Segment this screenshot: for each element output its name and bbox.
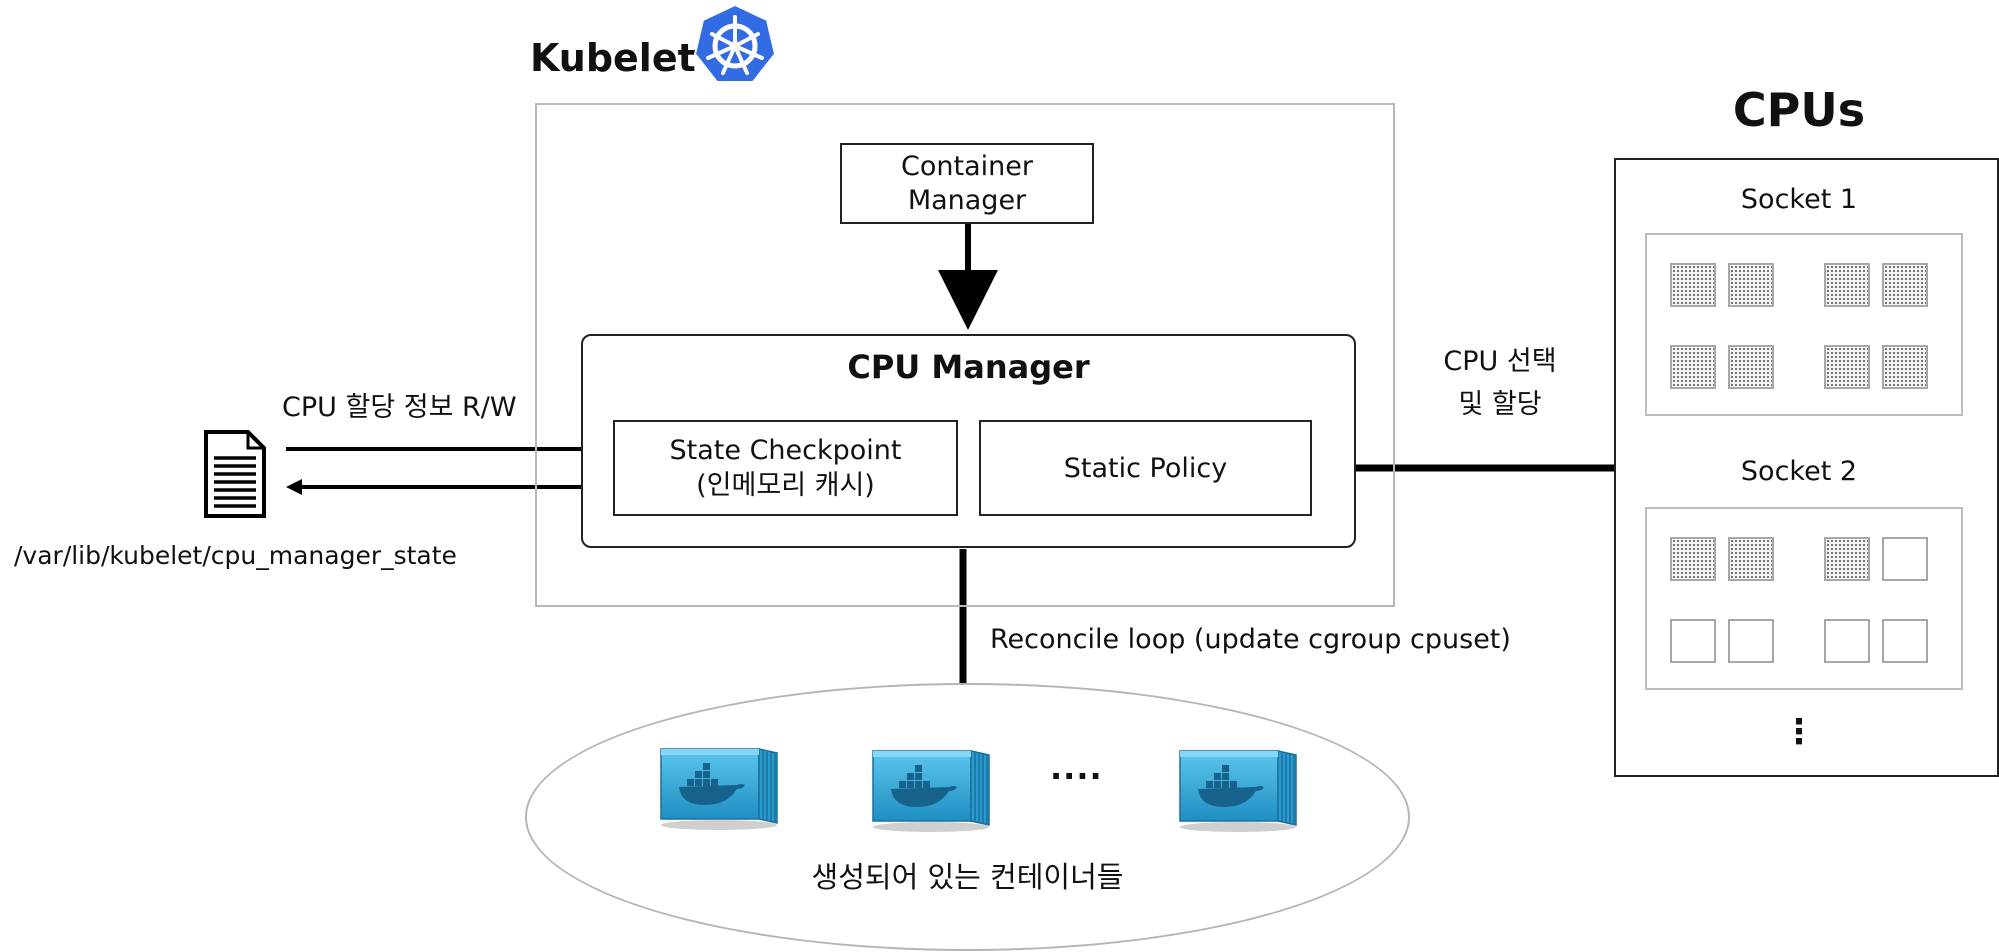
cpu-allocation-rw-label: CPU 할당 정보 R/W xyxy=(282,392,517,423)
cpu-core xyxy=(1824,537,1870,581)
container-manager-label-line1: Container xyxy=(901,150,1033,182)
cpu-manager-title: CPU Manager xyxy=(847,348,1090,386)
static-policy-box: Static Policy xyxy=(979,420,1312,516)
cpu-core xyxy=(1670,345,1716,389)
cpu-core xyxy=(1728,345,1774,389)
cpu-core xyxy=(1882,537,1928,581)
reconcile-loop-label: Reconcile loop (update cgroup cpuset) xyxy=(990,624,1511,655)
cpu-core xyxy=(1728,619,1774,663)
cpu-core xyxy=(1728,537,1774,581)
cpu-core xyxy=(1670,263,1716,307)
cpus-title: CPUs xyxy=(1732,83,1866,137)
docker-container-icon xyxy=(869,745,993,833)
document-icon xyxy=(200,428,270,520)
state-checkpoint-label: State Checkpoint xyxy=(669,435,902,466)
socket-2-label: Socket 2 xyxy=(1740,456,1858,487)
docker-container-icon xyxy=(1176,745,1300,833)
cpu-core xyxy=(1882,345,1928,389)
cpu-assign-label: CPU 선택 및 할당 xyxy=(1420,340,1580,426)
containers-ellipsis: .... xyxy=(1050,749,1103,787)
state-checkpoint-box: State Checkpoint (인메모리 캐시) xyxy=(613,420,958,516)
cpu-core xyxy=(1670,537,1716,581)
cpu-core xyxy=(1824,263,1870,307)
cpu-assign-label-line1: CPU 선택 xyxy=(1443,346,1557,377)
container-manager-label-line2: Manager xyxy=(907,184,1027,216)
kubelet-title: Kubelet xyxy=(530,36,696,80)
cpu-core xyxy=(1824,619,1870,663)
cpu-core xyxy=(1824,345,1870,389)
state-file-path: /var/lib/kubelet/cpu_manager_state xyxy=(14,541,457,570)
cpu-core xyxy=(1882,619,1928,663)
cpu-core xyxy=(1670,619,1716,663)
static-policy-label: Static Policy xyxy=(1063,452,1228,484)
cpu-core xyxy=(1728,263,1774,307)
kubernetes-logo-icon xyxy=(692,2,778,86)
containers-label: 생성되어 있는 컨테이너들 xyxy=(811,860,1124,894)
docker-container-icon xyxy=(657,743,781,831)
kubelet-boundary xyxy=(535,103,1395,607)
container-manager-box: Container Manager xyxy=(840,143,1094,224)
socket-1-label: Socket 1 xyxy=(1740,184,1858,215)
cpu-assign-label-line2: 및 할당 xyxy=(1458,389,1542,420)
arrowhead-checkpoint-to-file xyxy=(286,479,302,495)
cpu-core xyxy=(1882,263,1928,307)
more-sockets-indicator: ⋮ xyxy=(1782,712,1816,752)
state-checkpoint-sublabel: (인메모리 캐시) xyxy=(696,470,875,501)
